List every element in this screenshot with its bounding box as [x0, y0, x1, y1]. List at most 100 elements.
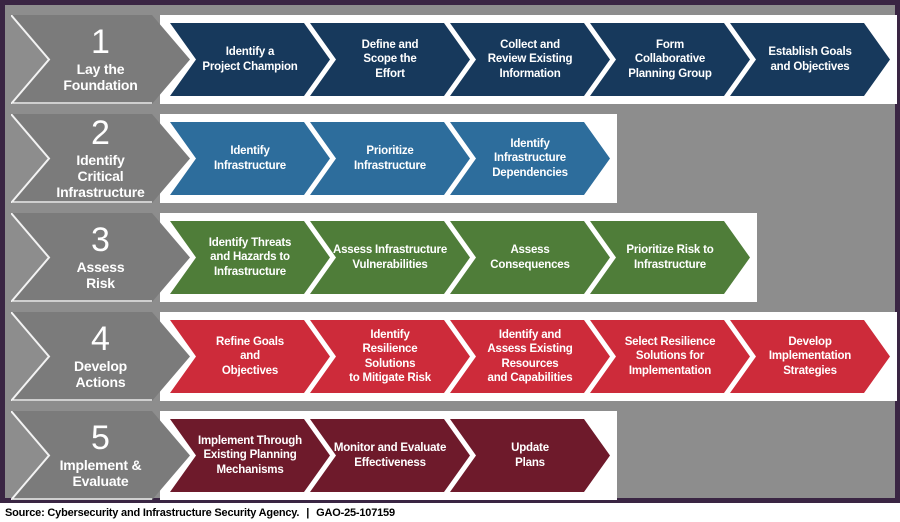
phase-label-line: Assess	[76, 259, 125, 276]
step-arrow-label: Monitor and Evaluate	[333, 442, 447, 455]
phase-label-line: Actions	[75, 374, 126, 390]
step-arrow-label: Update	[511, 442, 549, 455]
step-arrow-label: Consequences	[490, 258, 570, 271]
step-arrow-label: Select Resilience	[624, 336, 716, 349]
phase-label-line: Implement &	[59, 457, 142, 474]
step-arrow-label: Resources	[501, 357, 559, 370]
step-arrow-label: Mechanisms	[216, 463, 284, 476]
phase-arrow-shape	[11, 15, 190, 104]
step-arrow-label: Infrastructure	[214, 159, 286, 172]
phase-label-line: Risk	[86, 275, 115, 291]
step-arrow-label: Infrastructure	[354, 159, 426, 172]
step-arrow-label: and	[240, 350, 260, 363]
source-text: Source: Cybersecurity and Infrastructure…	[5, 506, 300, 519]
step-arrow-label: Solutions	[364, 357, 416, 370]
step-arrow-label: Plans	[515, 456, 545, 469]
step-arrow-label: Assess Infrastructure	[332, 244, 448, 257]
step-arrow-label: Form	[656, 39, 684, 52]
phase-label-line: Foundation	[63, 77, 138, 93]
step-arrow-label: Define and	[361, 39, 419, 52]
phase-arrow-shape	[11, 411, 190, 500]
step-arrow-label: Prioritize	[366, 145, 414, 158]
source-separator: |	[306, 506, 310, 519]
step-arrow-label: Effectiveness	[354, 456, 426, 469]
step-arrow-label: to Mitigate Risk	[349, 371, 431, 384]
phase-number: 2	[91, 114, 110, 153]
step-arrow-label: Implementation	[768, 350, 852, 363]
step-arrow-label: Solutions for	[635, 350, 705, 363]
phase-number: 1	[91, 23, 110, 62]
step-arrow-label: Implement Through	[198, 435, 302, 448]
phase-label-line: Critical	[77, 168, 124, 185]
step-arrow-label: Infrastructure	[214, 265, 286, 278]
step-arrow-label: Refine Goals	[216, 336, 284, 349]
step-arrow-label: Effort	[375, 67, 405, 80]
step-arrow-label: Vulnerabilities	[352, 258, 428, 271]
phase-arrow-shape	[11, 213, 190, 302]
step-arrow-label: Identify	[230, 145, 270, 158]
phase-arrow-shape	[11, 114, 190, 203]
step-arrow-label: Identify	[370, 329, 410, 342]
step-arrow-label: Identify and	[498, 329, 562, 342]
step-arrow-label: Assess	[510, 244, 550, 257]
step-arrow-label: Collaborative	[634, 53, 706, 66]
phase-number: 3	[91, 221, 110, 260]
step-arrow-label: Collect and	[500, 39, 560, 52]
step-arrow-label: Review Existing	[487, 53, 573, 66]
step-arrow-label: Infrastructure	[634, 258, 706, 271]
phase-label-line: Identify	[76, 152, 125, 169]
phase-label-line: Evaluate	[72, 473, 129, 489]
step-arrow-label: Project Champion	[202, 60, 298, 73]
step-arrow-label: and Capabilities	[487, 371, 573, 384]
report-number: GAO-25-107159	[316, 506, 395, 519]
step-arrow-label: Dependencies	[492, 166, 568, 179]
source-line: Source: Cybersecurity and Infrastructure…	[0, 503, 900, 522]
phase-arrow-shape	[11, 312, 190, 401]
step-arrow-label: Develop	[788, 336, 832, 349]
step-arrow-label: Prioritize Risk to	[626, 244, 714, 257]
phase-label-line: Infrastructure	[56, 183, 145, 200]
step-arrow-label: Assess Existing	[487, 343, 573, 356]
step-arrow-label: Existing Planning	[203, 449, 297, 462]
step-arrow-label: Planning Group	[628, 67, 712, 80]
step-arrow-label: Information	[499, 67, 561, 80]
step-arrow-label: Resilience	[362, 343, 418, 356]
phase-number: 4	[91, 320, 110, 359]
step-arrow-label: Implementation	[628, 364, 712, 377]
